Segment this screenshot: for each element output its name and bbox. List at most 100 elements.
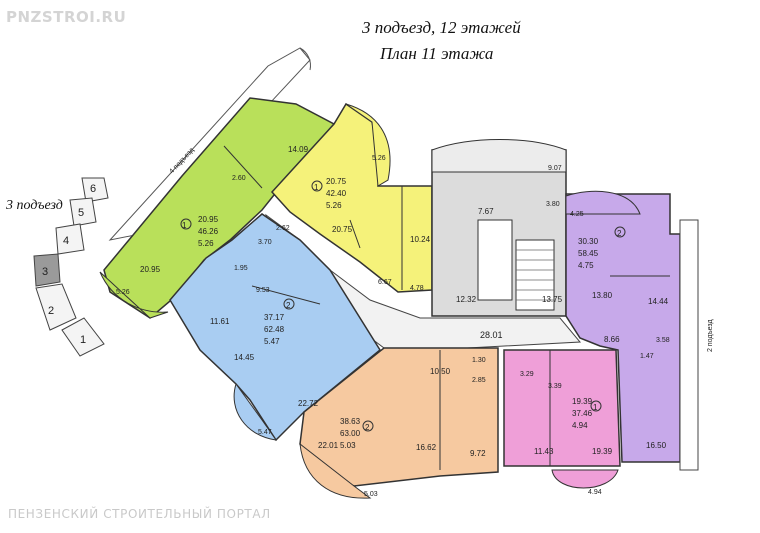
lift-shaft (477, 219, 513, 301)
key-plan-section-4 (55, 223, 85, 255)
orange-total-area: 63.00 (340, 429, 361, 438)
purple-room-marker (614, 226, 626, 238)
orange-rooms: 2 (365, 423, 370, 432)
core-area-2: 9.07 (548, 165, 562, 172)
purple-rooms: 2 (617, 229, 622, 238)
green-rooms: 1 (182, 221, 187, 230)
site-watermark: PNZSTROI.RU (6, 8, 127, 26)
orange-balcony (299, 442, 372, 499)
pink-room-area-1: 3.29 (520, 371, 534, 378)
yellow-loggia-area: 5.26 (326, 201, 342, 210)
purple-room-area-6: 1.47 (640, 353, 654, 360)
purple-room-area-4: 8.66 (604, 335, 620, 344)
pink-room-area-5: 4.94 (588, 489, 602, 496)
orange-room-area-2: 22.01 (318, 441, 339, 450)
yellow-rooms: 1 (314, 183, 319, 192)
key-plan-label-5: 5 (78, 207, 84, 219)
core-area-5: 13.75 (542, 295, 563, 304)
purple-room-area-7: 16.50 (646, 441, 667, 450)
orange-room-area-1: 10.50 (430, 367, 451, 376)
green-living-area: 20.95 (198, 215, 219, 224)
key-plan-label-3: 3 (42, 266, 48, 278)
core-top (431, 139, 567, 173)
green-room-area-2: 14.09 (288, 145, 309, 154)
green-balcony (99, 271, 169, 319)
purple-balcony (565, 190, 641, 215)
blue-loggia-area: 5.47 (264, 337, 280, 346)
key-plan-title: 3 подъезд (6, 198, 63, 213)
pink-room-marker (590, 400, 602, 412)
blue-room-area-6: 3.70 (258, 239, 272, 246)
purple-living-area: 30.30 (578, 237, 599, 246)
key-plan-label-4: 4 (63, 235, 69, 247)
core-area-3: 3.80 (546, 201, 560, 208)
green-room-marker (180, 218, 192, 230)
purple-room-area-1: 4.25 (570, 211, 584, 218)
yellow-balcony (345, 103, 391, 187)
blue-total-area: 62.48 (264, 325, 285, 334)
green-loggia-area: 5.26 (198, 239, 214, 248)
blue-room-area-4: 5.47 (258, 429, 272, 436)
green-room-area-4: 5.26 (116, 289, 130, 296)
blue-room-area-7: 1.95 (234, 265, 248, 272)
key-plan-section-2 (35, 283, 77, 331)
key-plan-label-1: 1 (80, 334, 86, 346)
purple-loggia-area: 4.75 (578, 261, 594, 270)
purple-room-area-5: 3.58 (656, 337, 670, 344)
corridor-area: 28.01 (480, 330, 503, 340)
yellow-room-area-5: 4.78 (410, 285, 424, 292)
stair-shaft (515, 239, 555, 311)
pink-living-area: 19.39 (572, 397, 593, 406)
right-service-zone (679, 219, 699, 471)
key-plan-label-6: 6 (90, 183, 96, 195)
pink-room-area-3: 11.43 (534, 447, 554, 456)
entrance-2-label: 2 подъезд (707, 319, 714, 352)
key-plan-label-2: 2 (48, 305, 54, 317)
purple-total-area: 58.45 (578, 249, 599, 258)
key-plan-section-6 (81, 177, 109, 203)
pink-rooms: 1 (593, 403, 598, 412)
green-total-area: 46.26 (198, 227, 219, 236)
orange-room-area-6: 1.30 (472, 357, 486, 364)
orange-room-area-3: 16.62 (416, 443, 437, 452)
pink-room-area-4: 19.39 (592, 447, 613, 456)
core-area-4: 12.32 (456, 295, 477, 304)
yellow-total-area: 42.40 (326, 189, 347, 198)
orange-room-area-4: 9.72 (470, 449, 486, 458)
key-plan-section-3 (33, 253, 61, 287)
apartment-pink (503, 349, 621, 467)
key-plan-section-1 (61, 317, 105, 357)
interior-walls (223, 145, 670, 470)
yellow-room-area-1: 20.75 (332, 225, 353, 234)
green-room-area-3: 2.60 (232, 175, 246, 182)
orange-loggia-area: 5.03 (340, 441, 356, 450)
yellow-room-area-3: 10.24 (410, 235, 431, 244)
portal-watermark: ПЕНЗЕНСКИЙ СТРОИТЕЛЬНЫЙ ПОРТАЛ (8, 507, 271, 521)
orange-room-area-7: 2.85 (472, 377, 486, 384)
pink-total-area: 37.46 (572, 409, 593, 418)
blue-room-area-5: 9.53 (256, 287, 270, 294)
key-plan-section-5 (69, 197, 97, 227)
plan-title: 3 подъезд, 12 этажей (362, 18, 521, 37)
purple-room-area-2: 13.80 (592, 291, 613, 300)
purple-room-area-3: 14.44 (648, 297, 669, 306)
pink-balcony (551, 469, 619, 489)
plan-subtitle: План 11 этажа (380, 44, 494, 63)
yellow-room-area-2: 5.26 (372, 155, 386, 162)
apartment-purple (565, 193, 681, 463)
orange-room-area-5: 5.03 (364, 491, 378, 498)
blue-living-area: 37.17 (264, 313, 285, 322)
yellow-room-marker (311, 180, 323, 192)
blue-balcony (233, 382, 278, 441)
blue-rooms: 2 (286, 301, 291, 310)
pink-room-area-2: 3.39 (548, 383, 562, 390)
orange-living-area: 38.63 (340, 417, 361, 426)
core-area-1: 7.67 (478, 207, 494, 216)
blue-room-marker (283, 298, 295, 310)
blue-room-area-3: 22.72 (298, 399, 319, 408)
orange-room-marker (362, 420, 374, 432)
yellow-room-area-4: 6.67 (378, 279, 392, 286)
yellow-living-area: 20.75 (326, 177, 347, 186)
blue-room-area-2: 14.45 (234, 353, 255, 362)
